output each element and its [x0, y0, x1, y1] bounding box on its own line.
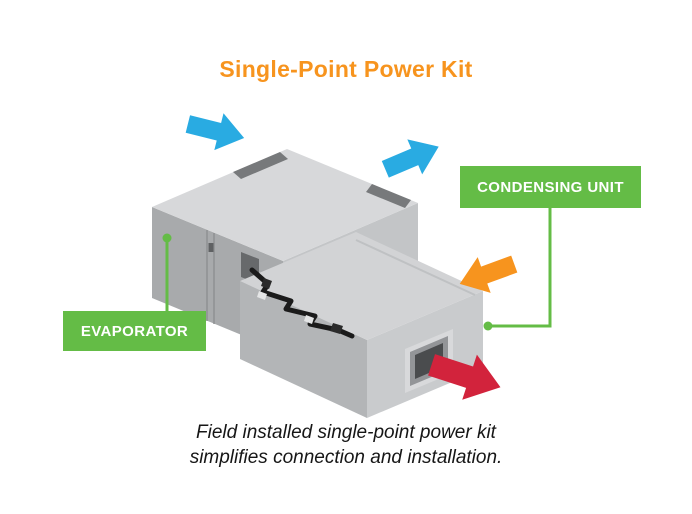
evaporator-anchor-dot [162, 233, 172, 243]
airflow-arrow-blue-left-icon [185, 113, 245, 151]
condensing-unit-label: CONDENSING UNIT [460, 166, 641, 208]
airflow-arrow-orange-icon [459, 255, 518, 293]
page-title: Single-Point Power Kit [219, 56, 473, 82]
evaporator-top-flange-left [233, 152, 288, 179]
cable-fitting-light [304, 315, 314, 324]
airflow-arrow-red-icon [428, 354, 501, 400]
evaporator-label: EVAPORATOR [63, 311, 206, 351]
condensing-callout-line [483, 208, 552, 331]
arrow-shape [428, 354, 501, 400]
cable-fitting-light [257, 291, 267, 300]
airflow-arrow-blue-right-icon [381, 139, 439, 178]
evaporator-top-flange-right [366, 184, 411, 208]
arrow-shape [381, 139, 439, 178]
cable-fitting-dark [261, 278, 272, 289]
arrow-shape [185, 113, 245, 151]
caption-line-1: Field installed single-point power kit [196, 422, 496, 443]
condensing-anchor-dot [483, 321, 493, 331]
condensing-unit-label-text: CONDENSING UNIT [477, 178, 624, 196]
cable-fitting-dark [330, 323, 343, 334]
condensing-front-face [240, 281, 367, 418]
power-cable [249, 267, 355, 339]
caption: Field installed single-point power kit s… [0, 420, 692, 470]
evaporator-label-text: EVAPORATOR [80, 322, 189, 340]
evaporator-top-face [152, 149, 418, 261]
evaporator-callout-line [162, 233, 172, 311]
condensing-top-face [240, 232, 483, 340]
caption-line-2: simplifies connection and installation. [189, 447, 503, 468]
arrow-shape [459, 255, 518, 293]
condensing-connector-path [492, 208, 552, 328]
top-seam-line [355, 239, 476, 296]
panel-latch [208, 243, 214, 252]
